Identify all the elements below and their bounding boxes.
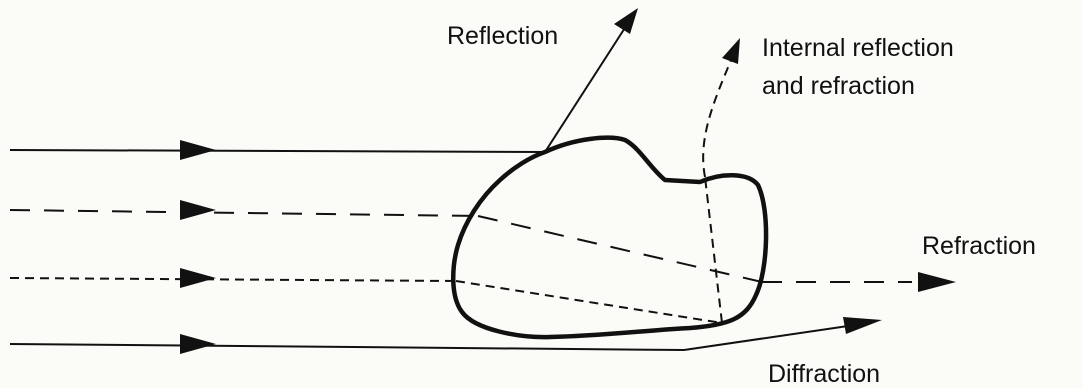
diffraction-arrowhead: [843, 317, 882, 334]
label-reflection: Reflection: [447, 22, 558, 50]
diffracted-ray: [684, 326, 848, 350]
incident-arrowhead-2: [180, 200, 216, 220]
incident-ray-dashed: [10, 210, 478, 216]
internal-reflection-ray: [10, 38, 740, 323]
incident-arrowhead-1: [180, 140, 216, 160]
internal-reflection-path: [456, 177, 722, 323]
label-internal-line2: and refraction: [762, 72, 915, 100]
incident-arrowhead-3: [180, 268, 216, 288]
refracted-internal-path: [478, 216, 762, 282]
incident-ray-short-dashed: [10, 278, 456, 281]
internal-arrowhead: [722, 38, 740, 64]
label-refraction: Refraction: [922, 232, 1036, 260]
label-internal-line1: Internal reflection: [762, 34, 954, 62]
particle-outline: [453, 138, 766, 337]
refraction-arrowhead: [918, 272, 956, 292]
diffraction-ray: [10, 317, 882, 354]
label-diffraction: Diffraction: [768, 360, 880, 388]
reflected-arrowhead: [614, 8, 638, 34]
incident-ray-solid-bottom: [10, 344, 684, 350]
internal-exit-ray: [703, 58, 732, 177]
incident-ray-solid-top: [10, 150, 545, 152]
incident-arrowhead-4: [180, 334, 216, 354]
